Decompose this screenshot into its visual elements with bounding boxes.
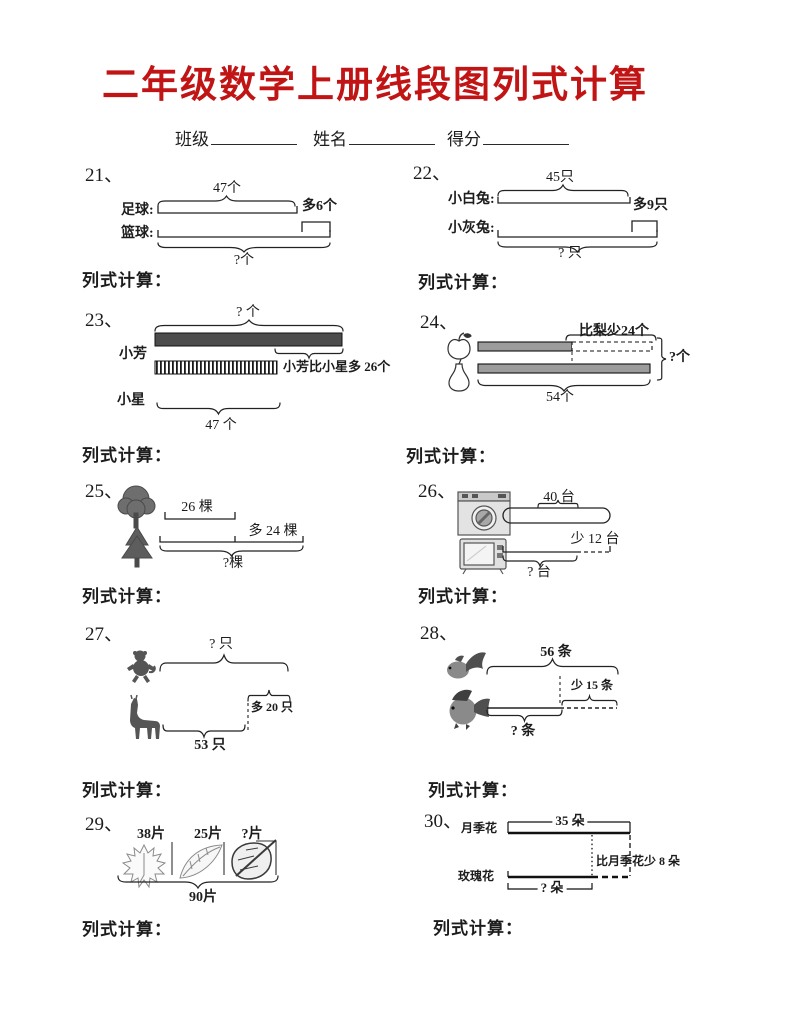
p26-capsule [502,507,611,524]
p25-task-label: 列式计算： [82,587,172,606]
p24-apple-bar [477,341,573,352]
p30-quantity-top: 35 朵 [552,813,588,829]
p28-diagram [447,652,619,730]
p28-number: 28、 [420,623,459,644]
p21-diagram [156,195,332,254]
p30-row2-label: 玫瑰花 [458,869,495,883]
p29-total-count: 90片 [189,890,217,905]
name-blank-line [349,129,435,145]
p22-quantity-top: 45只 [546,170,574,185]
p26-diagram [457,491,611,575]
p28-quantity-bottom: ? 条 [510,724,536,739]
monkey-icon [127,650,156,683]
p27-quantity-top: ? 只 [209,637,233,652]
tree-icon [117,485,156,529]
p21-task-label: 列式计算： [82,271,172,290]
p21-difference: 多6个 [302,199,337,214]
class-field: 班级 [175,129,297,150]
p23-dark-bar [154,332,343,347]
p21-quantity-top: 47个 [213,181,241,196]
p22-quantity-bottom: ? 只 [558,246,582,261]
p24-difference: 比梨少24个 [579,324,649,339]
class-blank-line [211,129,297,145]
p22-diagram [496,184,659,254]
p30-diagram [507,821,631,890]
p23-task-label: 列式计算： [82,446,172,465]
p25-difference: 多 24 棵 [248,524,298,539]
tv-icon [459,538,507,575]
p23-number: 23、 [85,310,124,331]
p30-difference: 比月季花少 8 朵 [596,854,681,868]
p25-quantity-top: 26 棵 [181,500,213,515]
score-label: 得分 [447,130,481,149]
washing-machine-icon [457,491,511,536]
p26-quantity-bottom: ? 台 [527,565,551,580]
p30-quantity-bottom: ? 朵 [537,880,567,896]
p24-diagram [447,329,667,393]
p29-leaf2-count: 25片 [194,827,222,842]
name-field: 姓名 [313,129,435,150]
p24-quantity-right: ?个 [669,350,690,365]
p26-difference: 少 12 台 [570,532,620,547]
score-field: 得分 [447,129,569,150]
p24-quantity-bottom: 54个 [546,390,574,405]
willow-leaf-icon [179,844,223,879]
p30-number: 30、 [424,811,463,832]
p25-number: 25、 [85,481,124,502]
p23-quantity-bottom: 47 个 [205,418,237,433]
p23-quantity-top: ? 个 [236,305,260,320]
p29-task-label: 列式计算： [82,920,172,939]
p23-diagram [153,318,345,415]
score-blank-line [483,129,569,145]
p29-leaf3-count: ?片 [241,827,263,842]
giraffe-icon [130,694,160,739]
p26-task-label: 列式计算： [418,587,508,606]
p22-task-label: 列式计算： [418,273,508,292]
maple-leaf-icon [121,843,167,889]
p22-difference: 多9只 [633,198,668,213]
p21-row1-label: 足球: [121,203,154,218]
p28-difference: 少 15 条 [570,678,614,692]
p27-number: 27、 [85,624,124,645]
p26-quantity-top: 40 台 [543,490,575,505]
pine-tree-icon [121,526,153,568]
p27-quantity-bottom: 53 只 [194,738,226,753]
p22-number: 22、 [413,163,452,184]
p26-number: 26、 [418,481,457,502]
goldfish-icon [447,652,486,679]
p24-pear-bar [477,363,651,374]
p30-task-label: 列式计算： [433,919,523,938]
round-leaf-icon [231,839,277,880]
p29-number: 29、 [85,814,124,835]
p28-task-label: 列式计算： [428,781,518,800]
p24-task-label: 列式计算： [406,447,496,466]
p23-row1-label: 小芳 [119,347,147,362]
name-label: 姓名 [313,130,347,149]
pear-icon [448,358,470,392]
p27-task-label: 列式计算： [82,781,172,800]
p27-diagram [127,650,291,739]
p22-row2-label: 小灰兔: [448,221,495,236]
page-title: 二年级数学上册线段图列式计算 [102,65,648,106]
p29-leaf1-count: 38片 [137,827,165,842]
class-label: 班级 [175,130,209,149]
p21-quantity-bottom: ?个 [233,253,255,268]
p25-quantity-bottom: ?棵 [222,556,244,571]
p23-striped-bar [154,360,278,375]
p21-number: 21、 [85,165,124,186]
p21-row2-label: 篮球: [121,226,154,241]
p27-difference: 多 20 只 [250,700,294,714]
p30-row1-label: 月季花 [461,821,498,835]
p25-diagram [117,485,304,568]
p23-difference-note: 小芳比小星多 26个 [283,359,391,374]
p24-dashed-box [571,341,653,352]
p29-diagram [117,839,279,889]
fish-icon [449,689,490,730]
p28-quantity-top: 56 条 [540,645,572,660]
apple-icon [447,332,472,360]
p24-number: 24、 [420,312,459,333]
p22-row1-label: 小白兔: [448,192,495,207]
p23-row2-label: 小星 [117,393,145,408]
